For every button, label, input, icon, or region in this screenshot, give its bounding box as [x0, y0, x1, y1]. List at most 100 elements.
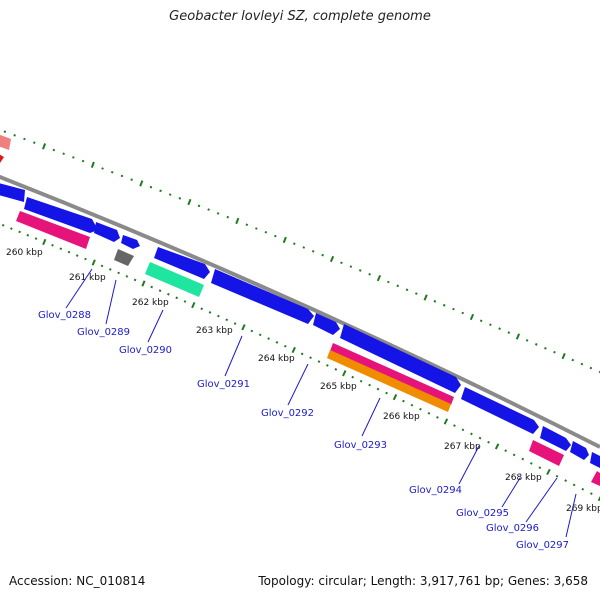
gene-arrow-blue: [540, 426, 571, 451]
tick-mark: [158, 289, 162, 292]
tick-mark: [120, 174, 124, 178]
tick-marks: [1, 130, 600, 502]
kbp-label: 262 kbp: [132, 298, 169, 308]
tick-mark: [62, 152, 65, 155]
tick-mark: [571, 358, 575, 362]
kbp-label: 261 kbp: [69, 273, 106, 283]
gene-arrow-gray: [114, 249, 134, 266]
tick-mark: [1, 223, 5, 227]
leader-line: [458, 445, 480, 485]
tick-mark: [376, 387, 380, 391]
tick-mark: [452, 307, 455, 311]
tick-mark: [233, 322, 237, 325]
tick-mark: [453, 424, 456, 427]
tick-mark: [84, 257, 87, 261]
tick-mark: [494, 443, 500, 450]
gene-arrow-blue: [24, 197, 98, 233]
tick-mark: [91, 259, 96, 266]
gene-label-glov-0297[interactable]: Glov_0297: [516, 540, 569, 551]
tick-mark: [159, 189, 162, 193]
genome-backbone: [0, 174, 600, 449]
gene-label-glov-0293[interactable]: Glov_0293: [334, 440, 387, 451]
gene-label-glov-0294[interactable]: Glov_0294: [409, 485, 462, 496]
tick-mark: [311, 249, 315, 253]
tick-mark: [368, 383, 371, 387]
tick-mark: [167, 292, 170, 296]
gene-arrow-blue: [121, 235, 140, 249]
tick-mark: [42, 143, 47, 150]
gene-arrow-teal: [145, 262, 204, 297]
tick-mark: [72, 156, 75, 159]
gene-label-leaders: [65, 268, 577, 538]
gene-label-glov-0288[interactable]: Glov_0288: [38, 310, 91, 321]
tick-mark: [108, 268, 112, 271]
leader-line: [224, 335, 243, 377]
tick-mark: [217, 314, 220, 318]
gene-label-glov-0295[interactable]: Glov_0295: [456, 508, 509, 519]
gene-label-glov-0292[interactable]: Glov_0292: [261, 408, 314, 419]
tick-mark: [34, 237, 38, 240]
tick-mark: [479, 319, 483, 323]
gene-arrow-blue: [154, 247, 210, 279]
tick-mark: [436, 416, 439, 419]
inner-strand-genes: [16, 211, 600, 486]
gene-labels: Glov_0288 Glov_0289 Glov_0290 Glov_0291 …: [38, 310, 569, 551]
gene-arrow-blue: [0, 183, 25, 202]
tick-mark: [13, 134, 16, 137]
tick-mark: [376, 275, 382, 282]
gene-arrow-pink: [0, 134, 11, 150]
tick-mark: [67, 250, 71, 254]
tick-mark: [538, 466, 542, 470]
tick-mark: [291, 346, 296, 354]
tick-mark: [512, 453, 516, 457]
tick-mark: [515, 333, 521, 340]
tick-mark: [410, 403, 414, 407]
tick-mark: [580, 362, 584, 366]
tick-mark: [302, 246, 306, 249]
leader-line: [361, 397, 381, 437]
tick-mark: [396, 284, 400, 288]
tick-mark: [226, 215, 230, 219]
tick-mark: [149, 185, 153, 189]
gene-arrow-blue: [313, 313, 340, 335]
tick-mark: [561, 353, 566, 360]
tick-mark: [267, 337, 270, 340]
tick-mark: [141, 280, 146, 287]
tick-mark: [59, 247, 63, 250]
leader-line: [147, 309, 164, 343]
tick-mark: [461, 311, 465, 315]
tick-mark: [207, 208, 210, 211]
kbp-label: 267 kbp: [444, 442, 481, 452]
tick-mark: [392, 393, 398, 401]
tick-mark: [317, 360, 321, 363]
tick-mark: [245, 223, 249, 227]
tick-mark: [133, 278, 137, 282]
gene-label-glov-0291[interactable]: Glov_0291: [197, 379, 250, 390]
gene-label-glov-0289[interactable]: Glov_0289: [77, 327, 130, 338]
tick-mark: [442, 303, 446, 307]
tick-mark: [414, 292, 418, 295]
tick-mark: [225, 318, 229, 322]
tick-mark: [150, 285, 154, 289]
tick-mark: [590, 492, 593, 495]
kbp-label: 266 kbp: [383, 412, 420, 422]
tick-mark: [300, 352, 304, 356]
tick-mark: [216, 212, 220, 215]
tick-mark: [544, 346, 547, 350]
tick-mark: [139, 180, 144, 187]
gene-arrow-red: [0, 154, 4, 163]
tick-mark: [470, 432, 473, 436]
tick-mark: [100, 264, 104, 268]
tick-mark: [555, 474, 559, 478]
tick-mark: [282, 236, 287, 244]
tick-mark: [81, 159, 85, 163]
genome-summary-text: Topology: circular; Length: 3,917,761 bp…: [258, 574, 588, 588]
tick-mark: [529, 462, 533, 465]
tick-mark: [52, 148, 56, 152]
gene-label-glov-0296[interactable]: Glov_0296: [486, 523, 539, 534]
tick-mark: [187, 198, 192, 206]
tick-mark: [90, 161, 95, 168]
gene-label-glov-0290[interactable]: Glov_0290: [119, 345, 172, 356]
tick-mark: [110, 170, 114, 174]
tick-mark: [385, 391, 388, 395]
